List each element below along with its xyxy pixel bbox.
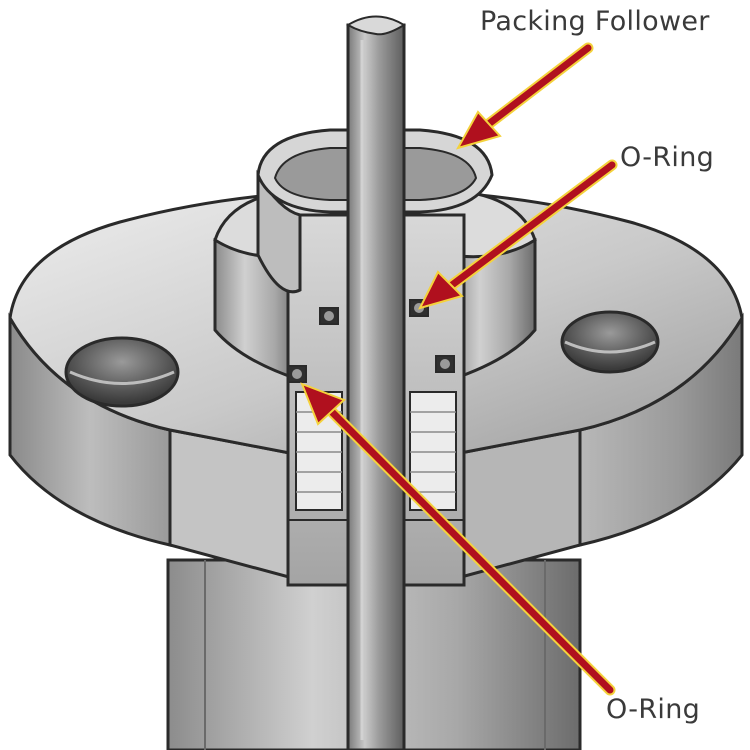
arrow-o-ring-lower [300, 382, 616, 696]
label-packing-follower: Packing Follower [480, 6, 710, 37]
o-ring-lower-left [287, 365, 307, 383]
arrow-o-ring-upper [418, 159, 618, 310]
o-ring-upper-left [319, 307, 339, 325]
valve-stem [346, 15, 406, 750]
bolt-hole-right [560, 310, 660, 374]
label-o-ring-lower: O-Ring [606, 694, 701, 725]
bolt-hole-left [64, 336, 180, 408]
o-ring-lower-right [435, 355, 455, 373]
label-o-ring-upper: O-Ring [620, 142, 715, 173]
arrow-packing-follower [455, 42, 594, 150]
